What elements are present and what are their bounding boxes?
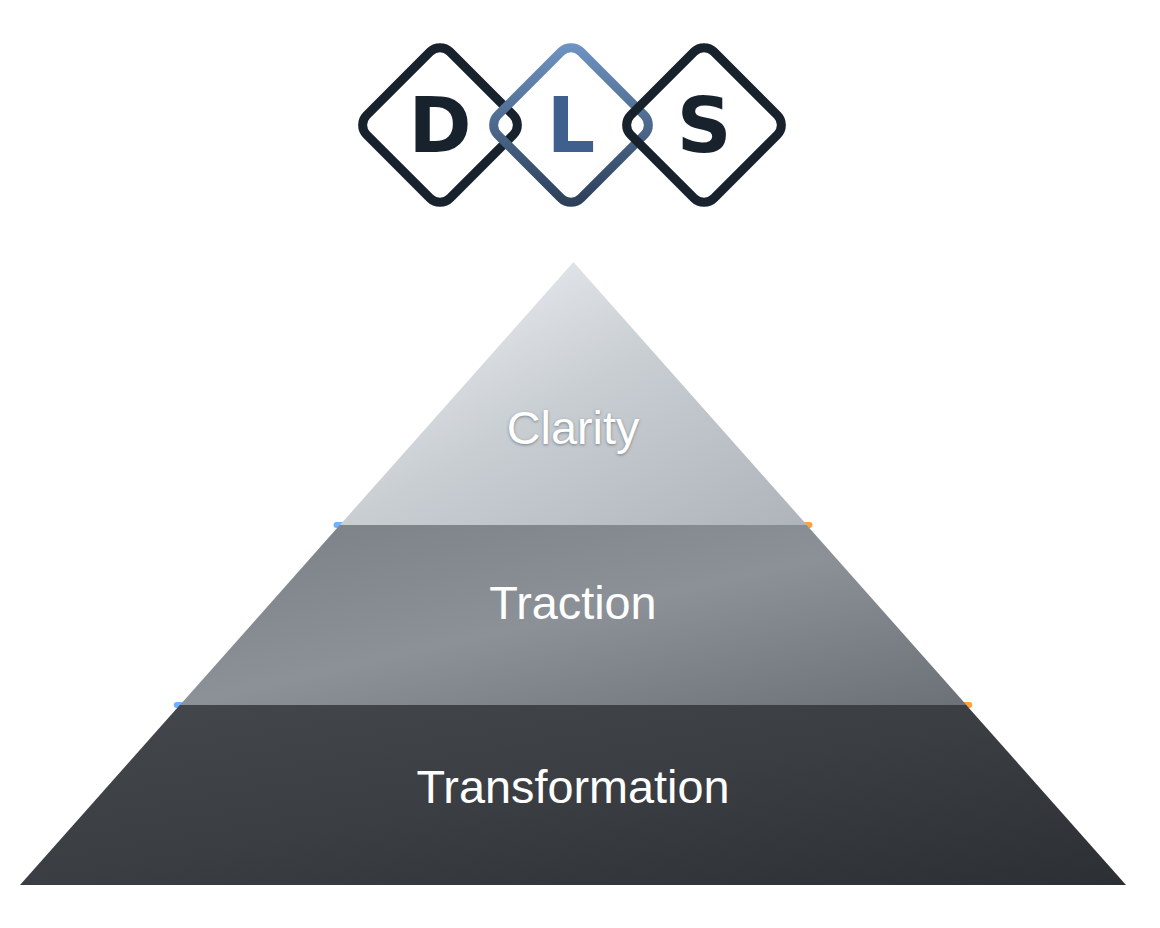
band-shape: [20, 705, 1126, 885]
logo-diamond: L: [485, 39, 657, 211]
pyramid-top-band: Clarity: [340, 262, 807, 525]
band-shape: [180, 525, 966, 705]
logo-diamond: D: [354, 39, 526, 211]
band-shape: [340, 262, 807, 525]
pyramid-bottom-band: Transformation: [20, 705, 1126, 885]
logo-letter: L: [485, 81, 657, 170]
tier-label: Clarity: [340, 401, 807, 455]
logo-diamond: S: [618, 39, 790, 211]
tier-label: Transformation: [20, 760, 1126, 814]
tier-label: Traction: [180, 576, 966, 630]
logo-letter: D: [354, 81, 526, 170]
logo-letter: S: [618, 81, 790, 170]
pyramid-middle-band: Traction: [180, 525, 966, 705]
